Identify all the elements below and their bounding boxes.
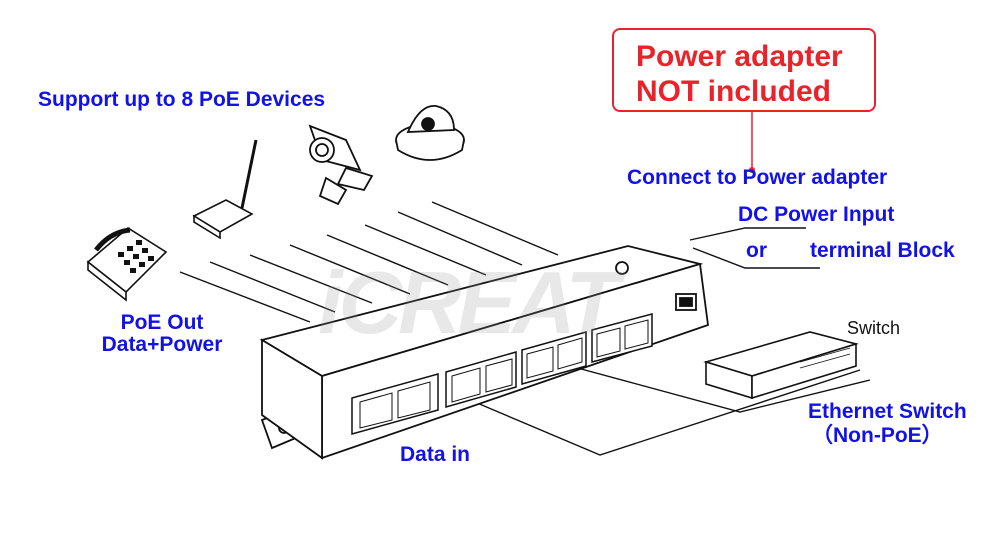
power-adapter-callout: Power adapter NOT included [612, 28, 876, 112]
switch-label: Switch [847, 318, 901, 338]
ethernet-switch-label: Ethernet Switch [808, 400, 967, 423]
bullet-camera-icon [308, 124, 374, 206]
ip-phone-icon [86, 227, 168, 302]
callout-pointer-dot [749, 167, 755, 173]
data-in-label: Data in [400, 443, 471, 466]
watermark: iCREAT [318, 253, 619, 352]
dc-power-input-label: DC Power Input [738, 203, 895, 226]
or-label: or [746, 239, 767, 262]
poe-out-label: PoE Out [120, 311, 204, 334]
connect-power-label: Connect to Power adapter [627, 166, 888, 189]
uplink-cable [547, 359, 871, 413]
callout-line-1: Power adapter [636, 40, 843, 73]
data-power-label: Data+Power [101, 333, 223, 356]
ethernet-switch-device [703, 331, 859, 400]
power-input-wires [689, 227, 820, 269]
terminal-block-label: terminal Block [810, 239, 955, 262]
data-in-cable [469, 369, 861, 456]
poe-connection-lines [179, 201, 559, 323]
dome-camera-icon [395, 105, 465, 161]
rj45-ports [351, 313, 653, 435]
non-poe-label: （Non-PoE） [812, 424, 943, 447]
callout-line-2: NOT included [636, 75, 831, 108]
support-devices-label: Support up to 8 PoE Devices [38, 88, 326, 111]
wireless-ap-icon [192, 139, 258, 240]
